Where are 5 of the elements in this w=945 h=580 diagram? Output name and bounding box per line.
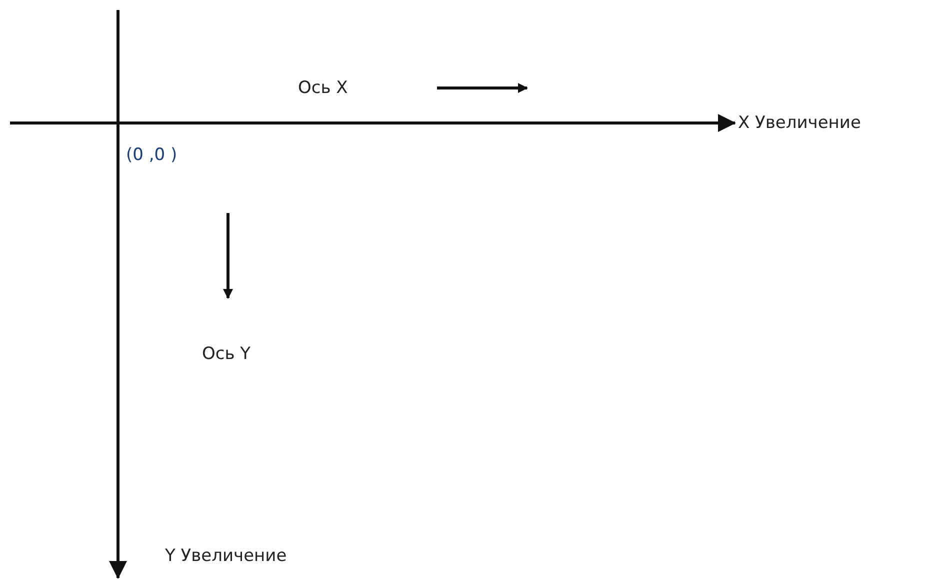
origin-label: (0 ,0 ) <box>126 145 178 165</box>
axis-label: X Увеличение <box>738 113 861 133</box>
axis-label: Ось X <box>298 78 348 98</box>
axis-label: Y Увеличение <box>165 546 287 566</box>
axis-label: Ось Y <box>202 344 251 364</box>
